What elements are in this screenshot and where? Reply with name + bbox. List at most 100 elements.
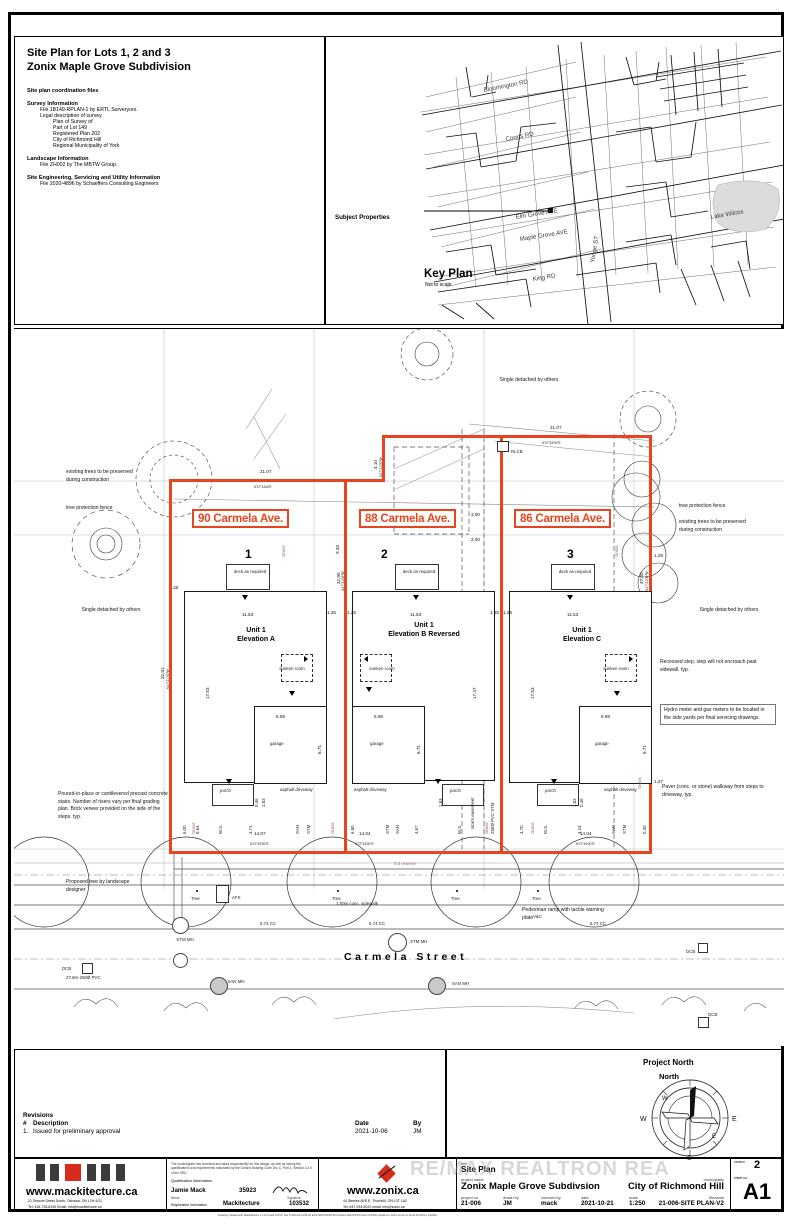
qualification-name: Jamie Mack — [171, 1187, 206, 1194]
bearing-notch-lot2: N17°21′00″W — [379, 457, 383, 477]
catchbasin-left — [82, 963, 93, 974]
label-vc: V&C — [533, 914, 543, 919]
sunken-arrow-lot2 — [366, 687, 372, 692]
dim-depth-bldg-lot1: 17.53 — [205, 687, 210, 700]
municipality-label: municipality — [703, 1177, 724, 1182]
note-paver-walkway: Paver (conc. or stone) walkway from step… — [662, 784, 764, 798]
sheet-number-cell: version 2 sheet no. A1 — [731, 1159, 783, 1211]
note-trees-preserved-right: existing trees to be preserved during co… — [679, 519, 746, 533]
label-dcb-left: DCB — [62, 966, 72, 971]
address-label-lot2: 88 Carmela Ave. — [359, 509, 457, 528]
scale-label: scale — [629, 1195, 639, 1200]
dim-easement-lower: 2.00 — [471, 537, 480, 542]
key-plan-road-label: King RD — [532, 272, 556, 283]
label-grass-lot2b: Grass — [484, 822, 489, 834]
label-stm-mh-left: STM MH — [176, 937, 194, 943]
street-name-label: Carmela Street — [344, 951, 468, 963]
version-value: 2 — [753, 1159, 761, 1171]
checked-by-label: checked by — [541, 1195, 561, 1200]
dim-side-left-lot3: 1.28 — [503, 610, 512, 615]
sheet-no-value: A1 — [742, 1179, 772, 1204]
revisions-block: Revisions # Description Date By 1. Issue… — [14, 1049, 446, 1158]
project-no-value: 21-006 — [461, 1200, 481, 1207]
note-single-detached-right: Single detached by others — [699, 607, 759, 613]
compass-south-label: S — [687, 1155, 692, 1160]
qualification-registration-number: 103532 — [289, 1201, 310, 1207]
lot-boundary-left — [169, 479, 172, 854]
unit-elevation-lot3: Elevation C — [562, 636, 602, 643]
rlcb-structure — [497, 441, 509, 452]
dim-garage-depth-lot1: 6.71 — [317, 745, 322, 754]
key-plan-road-label: Yonge ST — [589, 235, 601, 263]
unit-elevation-lot2: Elevation B Reversed — [388, 631, 460, 638]
san-mh-text: SAN MH — [227, 979, 245, 984]
dim-rear-lot2: 14.04 — [359, 831, 371, 836]
compass-east-label: E — [732, 1116, 737, 1123]
key-plan-subtitle: Not to scale — [425, 282, 452, 288]
entry-arrow-lot2 — [413, 595, 419, 600]
unit-name-lot1: Unit 1 — [246, 627, 266, 634]
revisions-col-desc: Description — [33, 1120, 69, 1127]
porch-label-lot1: porch — [220, 788, 231, 793]
label-ws-lot2: W.S. — [457, 824, 462, 834]
qualification-heading: Qualification Information — [171, 1179, 212, 1183]
checked-by-value: mack — [541, 1200, 558, 1207]
lot-boundary-notch-lot2 — [382, 435, 385, 482]
client-website[interactable]: www.zonix.ca — [347, 1185, 419, 1197]
project-no-label: project no. — [461, 1195, 480, 1200]
bearing-front-lot1: N72°3440′E — [254, 485, 272, 489]
entry-arrow-lot1 — [242, 595, 248, 600]
label-san-lot1: SAN — [295, 824, 300, 834]
unit-elevation-lot1: Elevation A — [237, 636, 275, 643]
sheet-no-label: sheet no. — [734, 1176, 748, 1180]
dim-tree-spacing-1: 5.74 CC — [260, 921, 277, 926]
lot-boundary-top-lot3 — [500, 435, 652, 438]
garage-label-lot1: garage — [270, 741, 284, 746]
porch-arrow-lot1 — [226, 779, 232, 784]
revisions-heading: Revisions — [23, 1112, 54, 1119]
deck-lot3 — [551, 564, 595, 590]
revisions-col-date: Date — [355, 1120, 369, 1127]
label-ws-lot3: W.S. — [543, 824, 548, 834]
label-sidewalk: 1.50m conc. sidewalk — [336, 901, 378, 906]
tree-label-4: Tree — [532, 896, 541, 901]
unit-label-lot2: Unit 1 Elevation B Reversed — [380, 621, 468, 639]
revision-date: 2021-10-06 — [355, 1128, 388, 1135]
survey-file: File 1B149-RPLAN-1 by ERTL Surveryors. — [40, 107, 138, 113]
note-trees-preserved-left: existing trees to be preserved during co… — [66, 469, 133, 483]
dim-depth-bldg-lot3: 17.53 — [530, 687, 535, 700]
survey-legal-line: Regional Municipality of York — [53, 143, 120, 149]
note-stairs: Poured-in-place or cantilevered precast … — [58, 791, 168, 820]
dim-depth-bldg-lot2: 17.37 — [472, 687, 477, 700]
revision-number: 1. — [23, 1128, 29, 1135]
firm-website[interactable]: www.mackitecture.ca — [26, 1186, 138, 1198]
filename-value: 21-006-SITE PLAN-V2 — [658, 1200, 724, 1207]
easement-pipe-label: 250Ø PVC STM — [490, 802, 495, 834]
rlcb-label: RLCB — [511, 449, 523, 454]
label-grass-lot3c: Grass — [614, 545, 619, 557]
porch-label-lot3: porch — [545, 788, 556, 793]
engineering-heading: Site Engineering, Servicing and Utility … — [27, 175, 161, 181]
north-label: North — [659, 1072, 679, 1081]
side-door-arrow-lot1 — [304, 656, 308, 662]
deck-lot2 — [395, 564, 439, 590]
label-stm-lot2: STM — [385, 824, 390, 834]
garage-label-lot3: garage — [595, 741, 609, 746]
deck-label-lot1: deck as required — [233, 569, 267, 574]
driveway-label-lot2: asphalt driveway — [354, 787, 387, 792]
label-san-mh-left: SAN MH — [227, 979, 245, 985]
dim-side-right-lot3: 1.27 — [654, 779, 663, 784]
garage-lot3 — [579, 706, 652, 784]
bearing-depth-left-lot1: N17°21′30″W — [166, 669, 170, 689]
driveway-label-lot3: asphalt driveway — [604, 787, 637, 792]
qualification-registration-label: Registration Information — [171, 1203, 207, 1207]
drawn-by-label: drawn by — [503, 1195, 519, 1200]
engineering-file: File 2020-4896 by Schaeffers Consulting … — [40, 181, 159, 187]
lot-number-1: 1 — [245, 547, 252, 561]
manhole-stm-left — [172, 917, 189, 934]
dim-garage-width-lot2: 5.59 — [374, 714, 383, 719]
note-tree-fence-right: tree protection fence — [679, 503, 726, 509]
note-single-detached-left: Single detached by others — [81, 607, 141, 613]
garage-lot1 — [254, 706, 327, 784]
dim-frontage-lot2: 21.07 — [550, 425, 562, 430]
